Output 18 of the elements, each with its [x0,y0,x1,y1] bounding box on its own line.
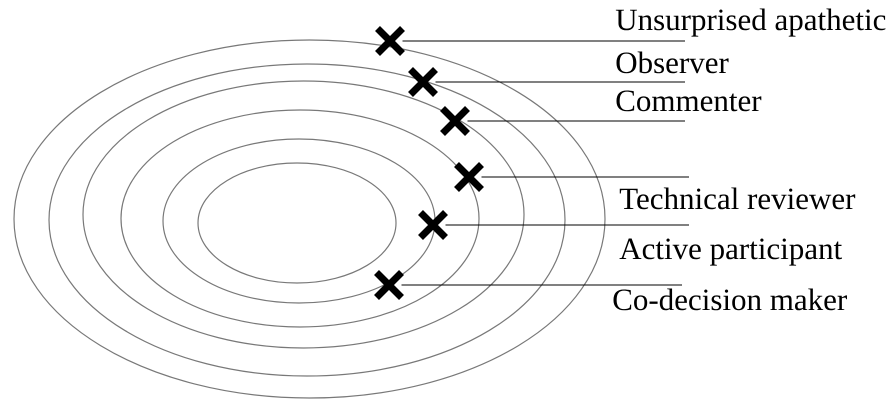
ring-label: Observer [616,51,729,74]
leader-line [445,224,690,226]
ellipse [48,63,566,377]
ellipse [162,138,436,304]
ring-label: Active participant [620,238,842,266]
ellipse [82,80,525,349]
ring-label: Unsurprised apathetic [616,8,886,37]
cross-mark [374,25,406,57]
ellipse [13,39,606,399]
ellipse [197,162,397,284]
leader-line [401,284,682,286]
ellipse [120,109,480,328]
leader-line [402,40,686,42]
ring-label: Co-decision maker [613,288,847,310]
ring-label: Commenter [616,90,762,112]
leader-line [467,120,686,122]
leader-line [481,176,690,178]
ring-label: Technical reviewer [620,187,856,210]
